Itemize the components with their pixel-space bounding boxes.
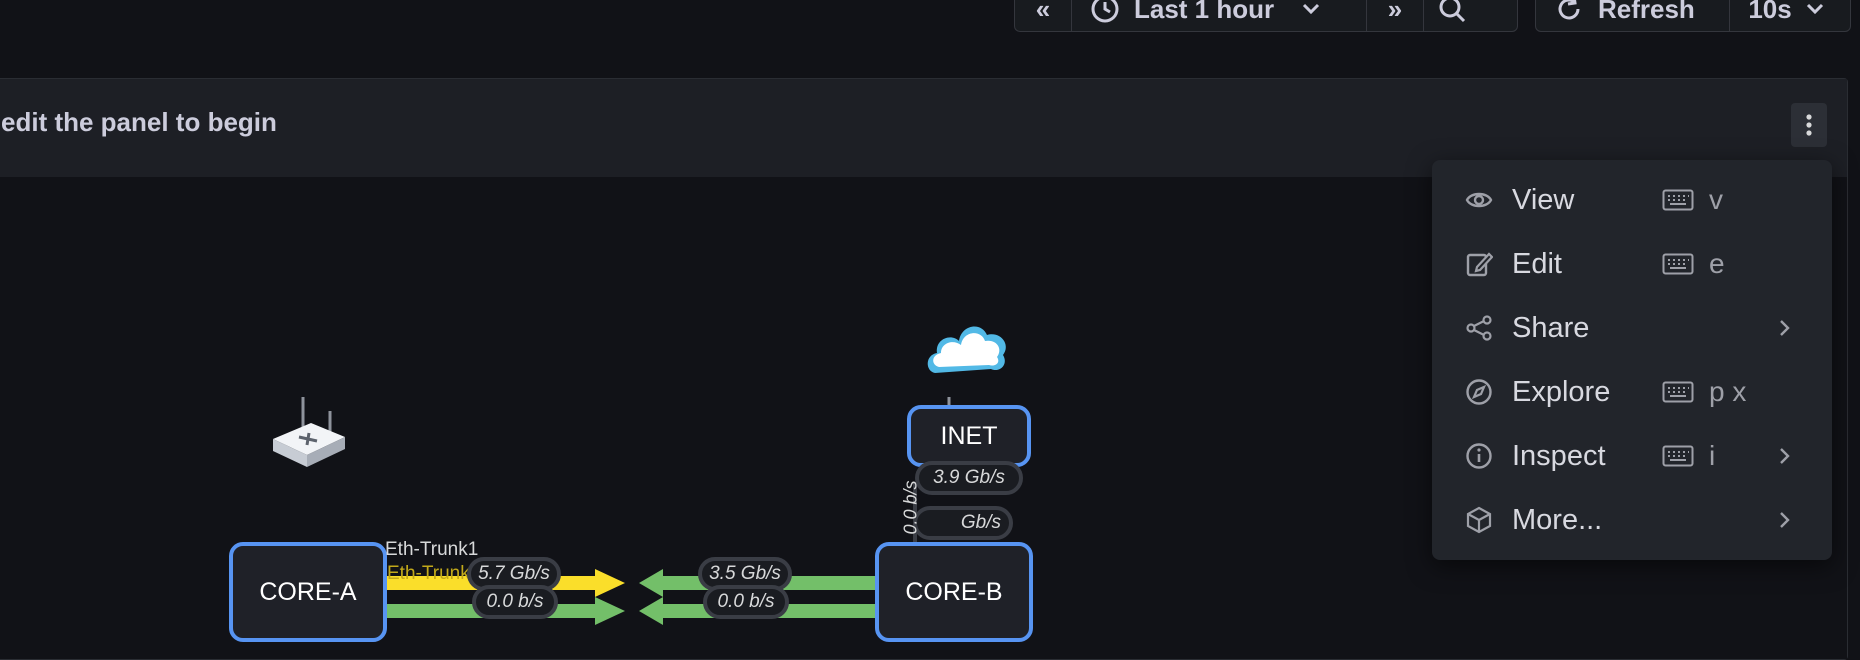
edit-icon <box>1464 249 1494 279</box>
keyboard-icon <box>1662 189 1694 211</box>
time-shift-back-button[interactable]: « <box>1015 0 1072 31</box>
chevron-right-icon <box>1780 320 1790 336</box>
refresh-interval-label: 10s <box>1748 0 1792 24</box>
router-icon <box>273 397 345 467</box>
panel-menu-dropdown: View v Edit e Share Explore p x Inspect … <box>1432 160 1832 560</box>
time-picker-group: « Last 1 hour » <box>1014 0 1518 32</box>
compass-icon <box>1464 377 1494 407</box>
rate-pill: 0.0 b/s <box>472 585 558 619</box>
keyboard-icon <box>1662 381 1694 403</box>
refresh-label: Refresh <box>1598 0 1695 24</box>
shortcut-key: e <box>1709 248 1725 279</box>
keyboard-icon <box>1662 253 1694 275</box>
time-range-picker[interactable]: Last 1 hour <box>1072 0 1367 31</box>
chevrons-right-icon: » <box>1387 0 1403 24</box>
panel-menu-button[interactable] <box>1791 103 1827 147</box>
keyboard-icon <box>1662 445 1694 467</box>
menu-item-label: View <box>1512 183 1575 216</box>
refresh-icon <box>1558 0 1580 20</box>
node-inet[interactable]: INET <box>907 405 1031 467</box>
chevron-down-icon <box>1303 3 1320 15</box>
zoom-out-button[interactable] <box>1424 0 1480 31</box>
refresh-interval-picker[interactable]: 10s <box>1730 0 1850 31</box>
menu-item-edit[interactable]: Edit e <box>1432 236 1832 292</box>
menu-item-inspect[interactable]: Inspect i <box>1432 428 1832 484</box>
menu-item-label: Share <box>1512 311 1590 344</box>
chevron-right-icon <box>1780 512 1790 528</box>
link-inet-up <box>913 482 917 542</box>
shortcut-key: v <box>1709 184 1723 215</box>
panel-title: edit the panel to begin <box>1 107 277 137</box>
node-label: CORE-A <box>259 577 357 606</box>
arrow-a-to-b-bottom <box>595 597 625 625</box>
node-core-b[interactable]: CORE-B <box>875 542 1033 642</box>
arrow-b-to-a-top <box>639 569 663 597</box>
chevrons-left-icon: « <box>1035 0 1051 24</box>
menu-item-label: Explore <box>1512 375 1611 408</box>
node-label: INET <box>940 421 998 450</box>
time-shift-forward-button[interactable]: » <box>1367 0 1424 31</box>
menu-item-label: Edit <box>1512 247 1562 280</box>
cube-icon <box>1464 505 1494 535</box>
menu-item-share[interactable]: Share <box>1432 300 1832 356</box>
time-range-label: Last 1 hour <box>1134 0 1275 24</box>
shortcut-key: p x <box>1709 376 1747 407</box>
more-vertical-icon <box>1806 114 1812 136</box>
refresh-group: Refresh 10s <box>1535 0 1851 32</box>
menu-item-explore[interactable]: Explore p x <box>1432 364 1832 420</box>
clock-icon <box>1091 0 1119 23</box>
arrow-b-to-a-bottom <box>639 597 663 625</box>
link-label-trunk1: Eth-Trunk1 <box>385 539 479 560</box>
menu-item-label: More... <box>1512 503 1603 536</box>
refresh-button[interactable]: Refresh <box>1536 0 1731 31</box>
link-label-trunk2: Eth-Trunk2 <box>387 563 481 584</box>
menu-item-more[interactable]: More... <box>1432 492 1832 548</box>
chevron-right-icon <box>1780 448 1790 464</box>
cloud-icon <box>927 326 1006 373</box>
chevron-down-icon <box>1806 3 1823 15</box>
node-core-a[interactable]: CORE-A <box>229 542 387 642</box>
menu-item-view[interactable]: View v <box>1432 172 1832 228</box>
search-icon <box>1439 0 1466 23</box>
share-icon <box>1464 313 1494 343</box>
menu-item-label: Inspect <box>1512 439 1606 472</box>
rate-pill: 0.0 b/s <box>703 585 789 619</box>
rate-pill: 3.9 Gb/s <box>915 461 1023 495</box>
rate-vertical-label: 0.0 b/s <box>900 480 921 535</box>
node-label: CORE-B <box>905 577 1003 606</box>
eye-icon <box>1464 185 1494 215</box>
arrow-a-to-b-top <box>595 569 625 597</box>
info-icon <box>1464 441 1494 471</box>
rate-pill: Gb/s <box>913 506 1013 540</box>
shortcut-key: i <box>1709 440 1716 471</box>
